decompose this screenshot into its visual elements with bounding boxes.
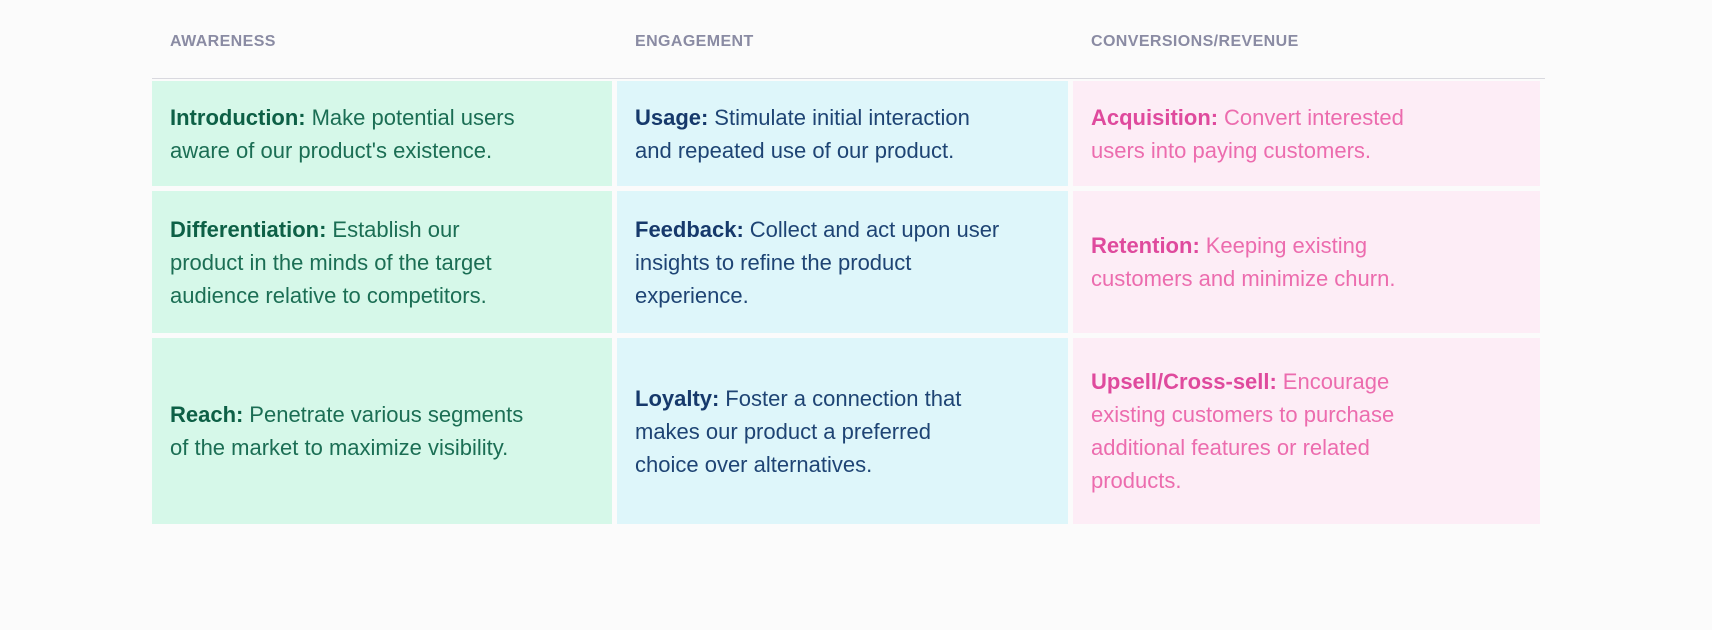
desc-usage: Stimulate initial interaction and repeat…	[635, 104, 970, 163]
desc-differentiation: Establish our product in the minds of th…	[170, 216, 492, 308]
cell-conversions-retention: Retention:Keeping existing customers and…	[1073, 191, 1540, 333]
term-loyalty: Loyalty:	[635, 385, 720, 411]
cell-awareness-differentiation: Differentiation:Establish our product in…	[152, 191, 612, 333]
term-acquisition: Acquisition:	[1091, 104, 1219, 130]
table-header-row: AWARENESS ENGAGEMENT CONVERSIONS/REVENUE	[152, 0, 1545, 53]
cell-conversions-acquisition: Acquisition:Convert interested users int…	[1073, 81, 1540, 186]
cell-engagement-feedback: Feedback:Collect and act upon user insig…	[617, 191, 1068, 333]
desc-reach: Penetrate various segments of the market…	[170, 402, 524, 460]
cell-engagement-loyalty: Loyalty:Foster a connection that makes o…	[617, 338, 1068, 524]
table-body: Introduction:Make potential users aware …	[152, 81, 1545, 524]
desc-retention: Keeping existing customers and minimize …	[1091, 233, 1396, 291]
term-retention: Retention:	[1091, 233, 1200, 258]
desc-acquisition: Convert interested users into paying cus…	[1091, 104, 1404, 163]
term-upsell-cross-sell: Upsell/Cross-sell:	[1091, 369, 1277, 394]
term-differentiation: Differentiation:	[170, 216, 327, 242]
cell-engagement-usage: Usage:Stimulate initial interaction and …	[617, 81, 1068, 186]
desc-upsell-cross-sell: Encourage existing customers to purchase…	[1091, 369, 1395, 493]
term-feedback: Feedback:	[635, 216, 744, 242]
term-usage: Usage:	[635, 104, 709, 130]
column-header-engagement: ENGAGEMENT	[635, 33, 754, 50]
marketing-funnel-table: AWARENESS ENGAGEMENT CONVERSIONS/REVENUE…	[152, 0, 1545, 524]
column-header-awareness: AWARENESS	[170, 33, 276, 50]
term-reach: Reach:	[170, 402, 244, 427]
header-divider	[152, 78, 1545, 79]
desc-feedback: Collect and act upon user insights to re…	[635, 216, 1000, 308]
desc-introduction: Make potential users aware of our produc…	[170, 104, 515, 163]
desc-loyalty: Foster a connection that makes our produ…	[635, 385, 962, 477]
cell-awareness-reach: Reach:Penetrate various segments of the …	[152, 338, 612, 524]
term-introduction: Introduction:	[170, 104, 306, 130]
cell-awareness-introduction: Introduction:Make potential users aware …	[152, 81, 612, 186]
cell-conversions-upsell-cross-sell: Upsell/Cross-sell:Encourage existing cus…	[1073, 338, 1540, 524]
column-header-conversions-revenue: CONVERSIONS/REVENUE	[1091, 33, 1299, 50]
